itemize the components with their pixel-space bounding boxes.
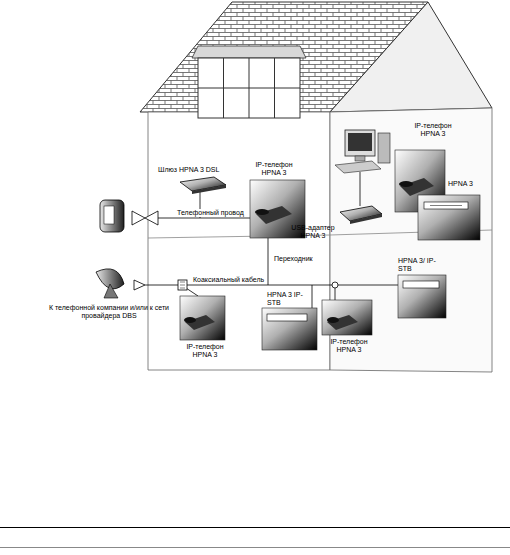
ip-stb-part <box>267 314 307 321</box>
page-rule <box>0 527 510 528</box>
telephone-box-part <box>104 206 114 224</box>
hpna-device-part <box>424 202 468 209</box>
ip-stb <box>398 275 446 318</box>
coax-branch <box>335 288 336 300</box>
ip-phone-part <box>322 300 372 335</box>
wire-label: Переходник <box>273 255 314 263</box>
wires <box>145 172 398 308</box>
ip-phone-part <box>180 296 225 340</box>
telephone-box-part <box>100 200 124 232</box>
usb-wire <box>360 172 361 206</box>
ip-phone-part <box>327 317 339 323</box>
dsl-gateway-part <box>192 185 226 194</box>
device-label: HPNA 3 IP-STB <box>267 291 303 307</box>
junction <box>332 282 338 288</box>
computer-part <box>348 133 372 151</box>
telephone-box-part <box>132 211 145 225</box>
telephone-wire <box>158 218 262 219</box>
ip-phone-part <box>256 206 292 224</box>
front-wall <box>148 112 330 370</box>
note-label: К телефонной компании и/или к сети прова… <box>36 304 182 320</box>
adapter-wire <box>268 238 269 285</box>
satellite-dish-part <box>104 284 118 298</box>
device-label: IP-телефон HPNA 3 <box>324 338 374 354</box>
ip-stb-part <box>403 281 439 288</box>
computer-part <box>355 156 365 161</box>
ip-phone-part <box>399 181 413 187</box>
coax-branch <box>186 285 198 296</box>
dormer <box>192 46 306 118</box>
device-label: USB-адаптер HPNA 3 <box>288 224 338 240</box>
ip-phone-part <box>255 209 269 215</box>
telephone-box-part <box>145 211 158 225</box>
usb-adapter-part <box>350 214 382 224</box>
ip-phone-part <box>184 317 196 323</box>
ip-phone <box>322 300 372 335</box>
computer-part <box>345 130 375 156</box>
device-label: HPNA 3 <box>448 180 473 188</box>
gable-wall <box>330 2 492 112</box>
coax-branch <box>312 285 313 308</box>
splitter <box>178 280 187 290</box>
wire-label: Коаксиальный кабель <box>192 276 265 284</box>
computer <box>335 130 390 173</box>
hpna-device-part <box>430 205 462 206</box>
splitter-part <box>178 280 187 290</box>
ip-phone <box>180 296 225 340</box>
device-label: IP-телефон HPNA 3 <box>410 122 456 138</box>
hpna-device-part <box>418 195 480 240</box>
wire-label: Телефонный провод <box>176 209 245 217</box>
dsl-gateway <box>180 177 226 194</box>
computer-part <box>378 133 390 163</box>
house <box>140 2 492 372</box>
hpna-device <box>418 195 480 240</box>
device-label: IP-телефон HPNA 3 <box>254 161 294 177</box>
splitter-part <box>180 282 185 288</box>
dormer-part <box>198 58 300 118</box>
ip-phone-part <box>185 315 215 330</box>
telephone-box <box>100 200 158 232</box>
ip-stb <box>262 308 317 350</box>
device-label: HPNA 3/ IP-STB <box>398 257 438 273</box>
dormer-part <box>198 58 300 118</box>
satellite-dish <box>96 269 145 298</box>
ip-stb-part <box>262 308 317 350</box>
page-rule <box>0 547 510 548</box>
ip-phone-part <box>327 315 358 330</box>
ip-stb-part <box>398 275 446 318</box>
device-label: Шлюз HPNA 3 DSL <box>158 166 219 174</box>
device-label: IP-телефон HPNA 3 <box>180 343 230 359</box>
computer-part <box>335 161 381 173</box>
usb-adapter <box>340 206 382 224</box>
ip-phone-part <box>400 178 434 196</box>
dormer-part <box>192 46 306 58</box>
satellite-dish-part <box>134 280 145 290</box>
